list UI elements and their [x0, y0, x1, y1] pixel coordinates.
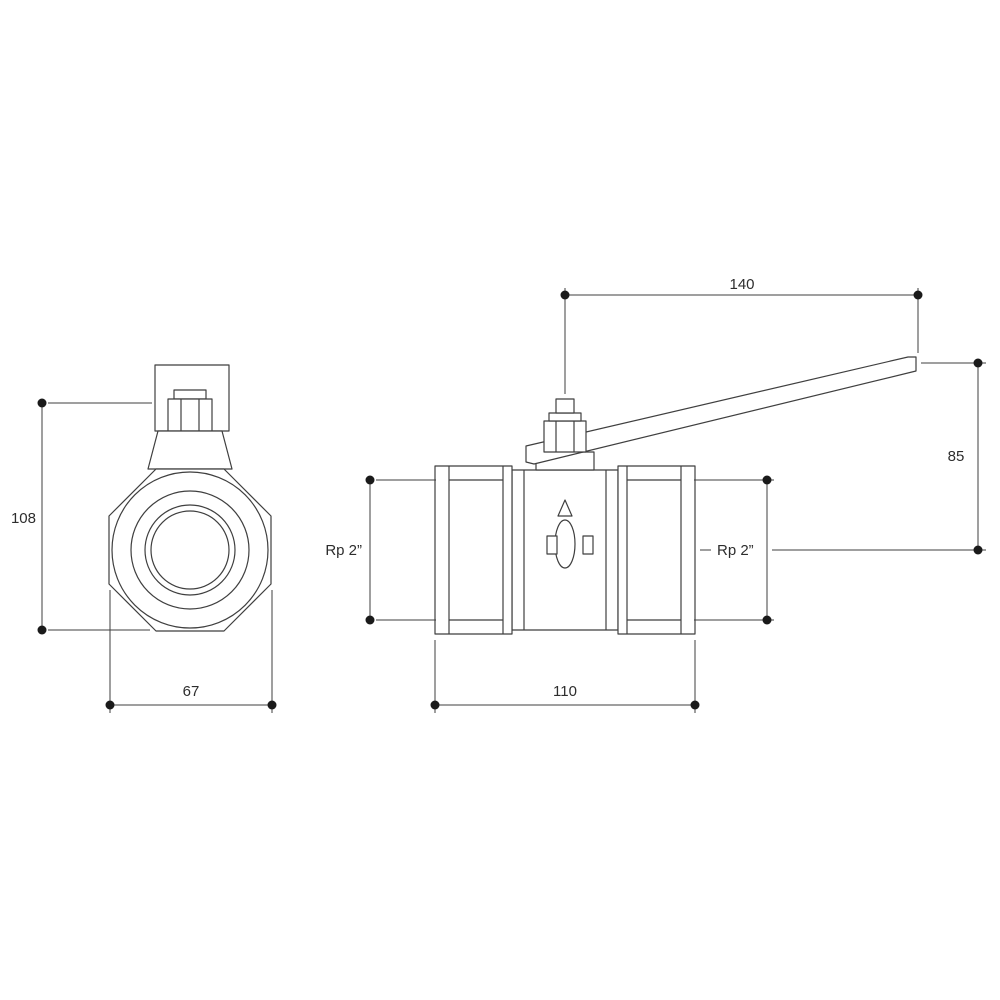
dim-label-rp2-right: Rp 2” — [717, 542, 754, 559]
dim-dot — [973, 358, 983, 368]
front-circle-bore-outer — [144, 504, 236, 596]
dim-dot — [105, 700, 115, 710]
front-stem-nut — [167, 398, 213, 432]
dim-dot — [37, 398, 47, 408]
front-stem-bracket — [147, 430, 233, 470]
dim-label-108: 108 — [11, 510, 36, 527]
dim-dot — [762, 475, 772, 485]
side-cap-right — [617, 465, 696, 635]
dim-dot — [690, 700, 700, 710]
dimension-labels: 140 85 108 67 110 Rp 2” Rp 2” — [11, 276, 964, 700]
side-stem-nut — [543, 420, 587, 453]
dim-dot — [430, 700, 440, 710]
dim-rp2-left-port — [369, 479, 436, 621]
dim-label-85: 85 — [948, 448, 965, 465]
front-stem-washer — [173, 389, 207, 400]
logo-tab-right — [582, 535, 594, 555]
dim-dot — [365, 615, 375, 625]
front-circle-bore-inner — [150, 510, 230, 590]
logo-crest-icon — [557, 499, 573, 517]
dim-dot — [37, 625, 47, 635]
side-logo-stamp — [546, 499, 594, 569]
front-circle-outer — [111, 471, 269, 629]
dim-110-body-length — [434, 640, 696, 713]
dim-108-front-height — [41, 402, 152, 631]
dimension-dots — [37, 290, 983, 710]
dim-label-110: 110 — [553, 683, 577, 700]
dimensions: 140 85 108 67 110 Rp 2” Rp 2” — [11, 276, 986, 713]
dim-dot — [913, 290, 923, 300]
side-handle-lever — [525, 356, 917, 465]
dim-label-rp2-left: Rp 2” — [325, 542, 362, 559]
dim-67-front-width — [109, 590, 273, 713]
dim-dot — [267, 700, 277, 710]
logo-tab-left — [546, 535, 558, 555]
dim-dot — [560, 290, 570, 300]
dim-label-140: 140 — [729, 276, 754, 293]
side-view — [434, 356, 917, 635]
side-stem-screw — [555, 398, 575, 414]
front-body-octagon — [108, 468, 272, 632]
front-circle-mid — [130, 490, 250, 610]
dim-label-67: 67 — [183, 683, 200, 700]
dim-dot — [365, 475, 375, 485]
side-stem-washer — [548, 412, 582, 422]
dim-rp2-right-port — [694, 479, 774, 621]
dim-85-height — [700, 362, 986, 551]
logo-oval-icon — [554, 519, 576, 569]
side-cap-left — [434, 465, 513, 635]
dim-dot — [973, 545, 983, 555]
dim-dot — [762, 615, 772, 625]
front-view — [108, 364, 272, 632]
